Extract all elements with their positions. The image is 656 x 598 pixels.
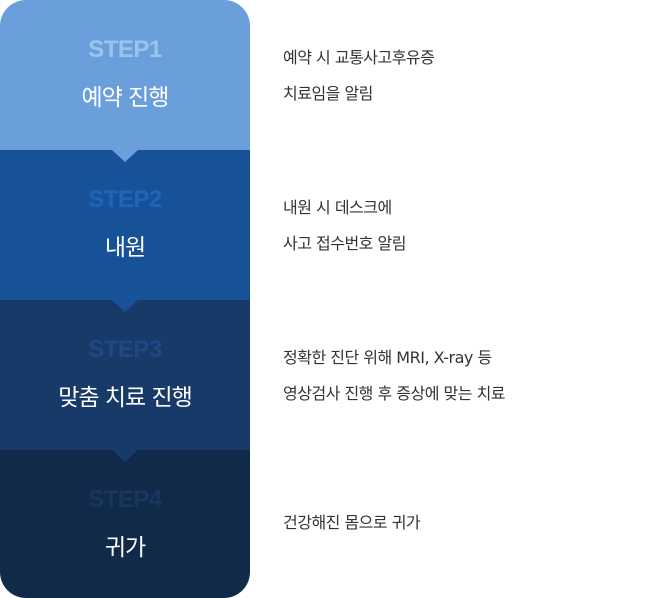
step-label: STEP1 — [88, 36, 162, 63]
step-label: STEP3 — [88, 336, 162, 363]
step-label: STEP4 — [88, 486, 162, 513]
step-1: STEP1 예약 진행 — [0, 0, 250, 162]
step-4-description: 건강해진 몸으로 귀가 — [283, 505, 421, 541]
step-title: 맞춤 치료 진행 — [58, 385, 193, 411]
description-line: 치료임을 알림 — [283, 84, 373, 103]
step-2-description: 내원 시 데스크에 사고 접수번호 알림 — [283, 190, 406, 262]
description-line: 건강해진 몸으로 귀가 — [283, 513, 421, 532]
description-line: 내원 시 데스크에 — [283, 198, 392, 217]
arrow-down-icon — [112, 450, 138, 462]
step-title: 예약 진행 — [81, 85, 170, 111]
step-3-description: 정확한 진단 위해 MRI, X-ray 등 영상검사 진행 후 증상에 맞는 … — [283, 340, 506, 412]
step-title: 내원 — [104, 235, 146, 261]
step-1-description: 예약 시 교통사고후유증 치료임을 알림 — [283, 40, 435, 112]
step-title: 귀가 — [104, 535, 146, 561]
description-line: 정확한 진단 위해 MRI, X-ray 등 — [283, 348, 492, 367]
steps-column: STEP1 예약 진행 STEP2 내원 STEP3 맞춤 치료 진행 STEP… — [0, 0, 250, 598]
step-2: STEP2 내원 — [0, 150, 250, 312]
step-label: STEP2 — [88, 186, 162, 213]
description-line: 영상검사 진행 후 증상에 맞는 치료 — [283, 384, 506, 403]
step-3: STEP3 맞춤 치료 진행 — [0, 300, 250, 462]
arrow-down-icon — [112, 150, 138, 162]
description-line: 사고 접수번호 알림 — [283, 234, 406, 253]
arrow-down-icon — [112, 300, 138, 312]
step-4: STEP4 귀가 — [0, 450, 250, 598]
description-line: 예약 시 교통사고후유증 — [283, 48, 435, 67]
